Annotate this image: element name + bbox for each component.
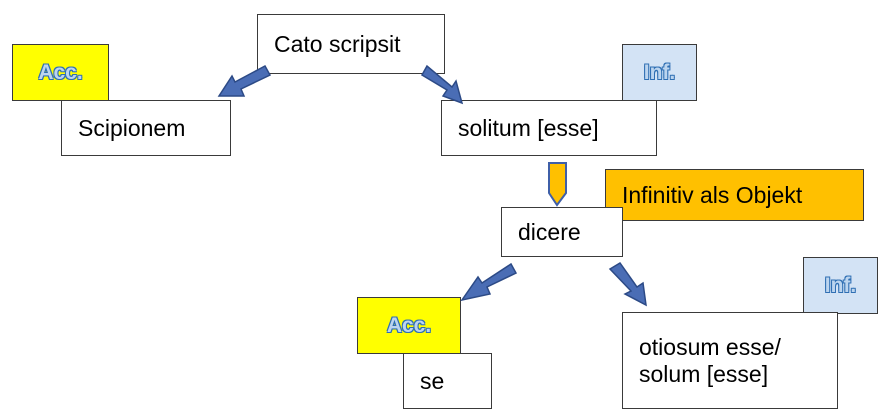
acc-tag-label: Acc. (38, 60, 83, 84)
arrow-dicere-to-se (460, 262, 518, 302)
infinitiv-als-objekt-label: Infinitiv als Objekt (622, 181, 803, 208)
node-scipionem: Scipionem (61, 100, 231, 156)
node-otiosum-solum: otiosum esse/ solum [esse] (622, 312, 838, 409)
arrow-dicere-to-otiosum (608, 261, 647, 307)
node-label: otiosum esse/ solum [esse] (639, 334, 781, 387)
inf-tag-label: Inf. (643, 60, 676, 84)
node-se: se (403, 353, 492, 409)
acc-tag-label: Acc. (386, 313, 432, 337)
node-label: se (420, 367, 445, 394)
inf-tag-label: Inf. (824, 273, 857, 297)
node-dicere: dicere (501, 207, 623, 257)
node-label: Cato scripsit (274, 30, 401, 57)
inf-tag-otiosum: Inf. (803, 257, 878, 314)
node-label: dicere (518, 218, 581, 245)
arrow-cato-to-scipionem (217, 64, 272, 97)
node-label: Scipionem (78, 114, 186, 141)
acc-tag-scipionem: Acc. (12, 44, 109, 101)
node-cato-scripsit: Cato scripsit (257, 14, 445, 74)
infinitiv-als-objekt-tag: Infinitiv als Objekt (605, 169, 864, 221)
node-solitum-esse: solitum [esse] (441, 100, 657, 156)
arrow-solitum-to-dicere (548, 162, 567, 207)
inf-tag-solitum: Inf. (622, 44, 697, 101)
node-label: solitum [esse] (458, 114, 599, 141)
arrow-cato-to-solitum (420, 64, 464, 105)
acc-tag-se: Acc. (357, 297, 461, 354)
